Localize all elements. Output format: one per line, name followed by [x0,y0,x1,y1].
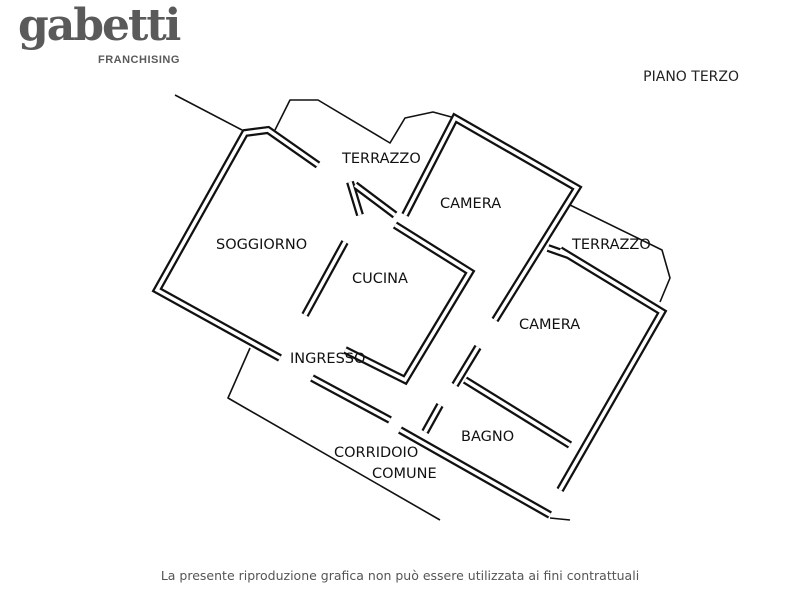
terrace-outline-2 [274,99,456,144]
room-bagno: BAGNO [461,429,515,445]
room-comune: COMUNE [372,466,437,482]
room-corridoio: CORRIDOIO [334,445,419,461]
disclaimer-footer: La presente riproduzione grafica non può… [160,568,640,583]
corridor-bottom [549,517,571,521]
walls-inner [154,115,665,517]
room-ingresso: INGRESSO [290,351,366,367]
terrace-outline-3 [569,204,671,303]
room-terrazzo-2: TERRAZZO [572,237,651,253]
terrace-outline-1 [174,94,243,131]
room-camera-2: CAMERA [519,317,581,333]
floor-label: PIANO TERZO [643,69,739,85]
logo-wordmark: gabetti [18,0,181,51]
room-terrazzo-1: TERRAZZO [342,151,421,167]
thin-outlines [174,94,671,521]
gabetti-logo: gabetti FRANCHISING [18,4,208,70]
room-camera-1: CAMERA [440,196,502,212]
room-soggiorno: SOGGIORNO [216,237,308,253]
room-cucina: CUCINA [352,271,408,287]
logo-tagline: FRANCHISING [98,54,180,66]
corridor-outline [227,347,441,521]
